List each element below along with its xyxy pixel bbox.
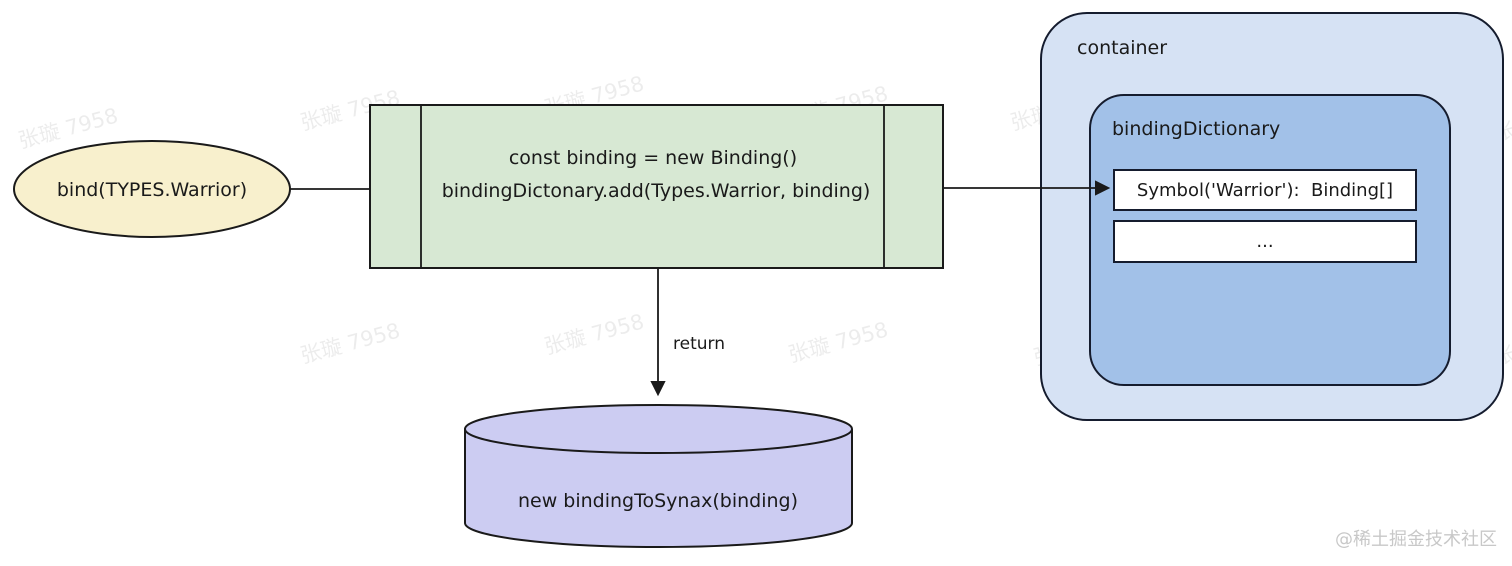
watermark-text: 张璇 7958 [786, 317, 891, 367]
binding-dictionary-label: bindingDictionary [1112, 118, 1280, 140]
database-cylinder-rim [464, 428, 853, 454]
container-label: container [1077, 37, 1167, 59]
watermark-text: 张璇 7958 [298, 318, 403, 368]
return-label: return [673, 334, 725, 354]
process-box [369, 104, 944, 269]
site-watermark: @稀土掘金技术社区 [1335, 529, 1497, 550]
dictionary-ellipsis-row [1113, 220, 1417, 263]
database-label: new bindingToSynax(binding) [518, 490, 798, 512]
dictionary-entry-row [1113, 169, 1417, 211]
start-label: bind(TYPES.Warrior) [57, 179, 247, 201]
start-node: bind(TYPES.Warrior) [13, 140, 291, 238]
dictionary-ellipsis-label: ... [1256, 231, 1273, 252]
return-edge: return [650, 269, 725, 397]
process-node: const binding = new Binding() bindingDic… [369, 104, 944, 269]
dictionary-entry-label: Symbol('Warrior'): Binding[] [1137, 180, 1393, 201]
database-node: new bindingToSynax(binding) [464, 404, 853, 548]
watermark-text: 张璇 7958 [542, 309, 647, 359]
database-cylinder-body [464, 404, 853, 548]
process-line1: const binding = new Binding() [509, 147, 797, 169]
container-node: container bindingDictionary Symbol('Warr… [1040, 12, 1504, 421]
process-line2: bindingDictonary.add(Types.Warrior, bind… [442, 180, 871, 202]
